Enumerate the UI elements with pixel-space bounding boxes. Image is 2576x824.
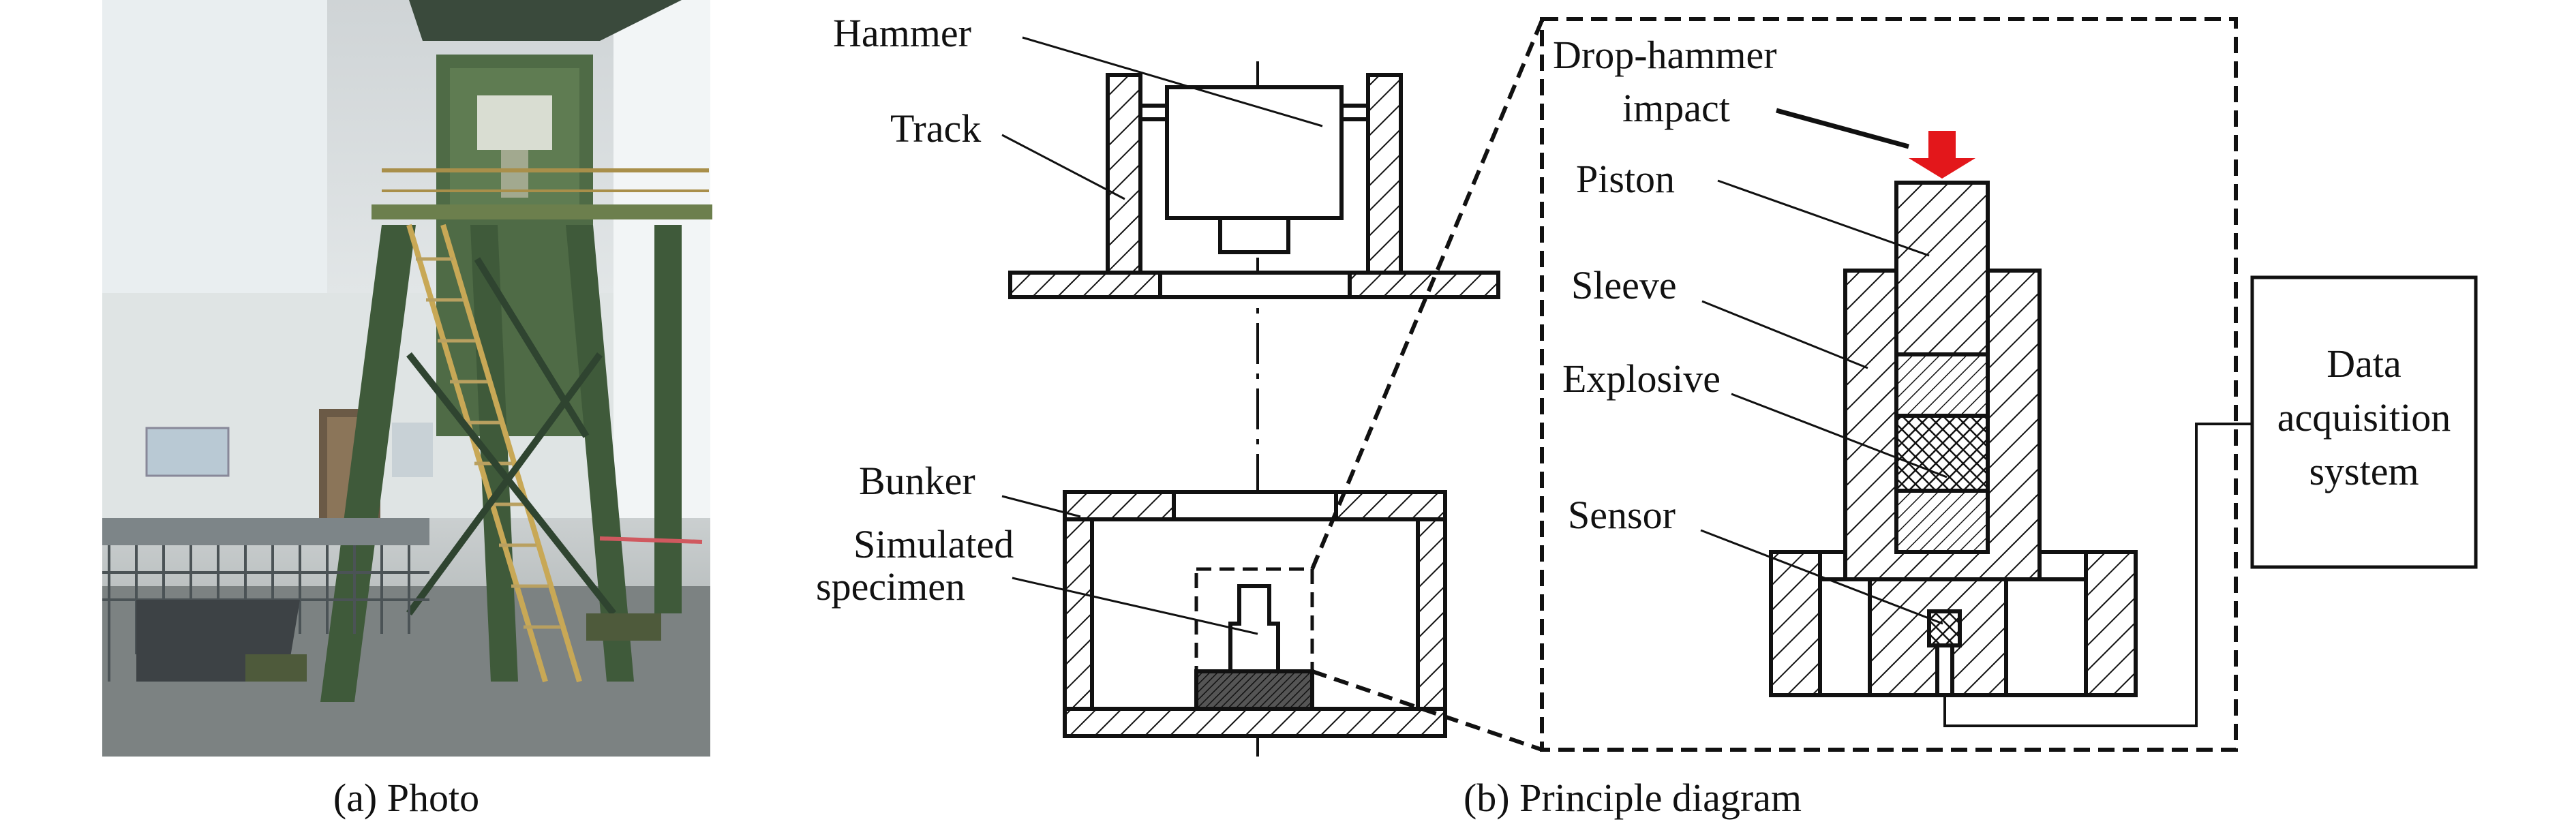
hammer-block (1140, 85, 1368, 254)
track-leader (1001, 134, 1125, 200)
label-daq-2: acquisition (2277, 395, 2451, 440)
label-daq-3: system (2309, 449, 2419, 493)
label-drop-hammer: Drop-hammer (1553, 33, 1777, 77)
bunker-leader (1001, 495, 1081, 518)
label-simulated: Simulated (853, 522, 1014, 566)
label-sleeve: Sleeve (1571, 263, 1677, 307)
explosive-leader (1731, 393, 1948, 478)
simulated-specimen (1194, 567, 1314, 711)
label-track: Track (890, 106, 981, 151)
label-piston: Piston (1576, 157, 1675, 201)
zoom-line-bottom (1312, 669, 1543, 752)
detail-frame (1540, 17, 2238, 752)
photo (102, 0, 712, 757)
diagram-labels: Hammer Track Bunker Simulated specimen D… (333, 11, 2451, 820)
label-explosive: Explosive (1562, 356, 1721, 401)
label-bunker: Bunker (859, 459, 975, 503)
piston-leader (1717, 179, 1930, 257)
label-impact: impact (1622, 86, 1730, 130)
caption-diagram: (b) Principle diagram (1464, 776, 1802, 820)
caption-photo: (a) Photo (333, 776, 479, 820)
principle-diagram (1001, 17, 2478, 757)
hammer-leader (1022, 36, 1323, 127)
label-hammer: Hammer (833, 11, 971, 55)
sleeve-leader (1701, 300, 1868, 369)
sensor-leader (1700, 529, 1943, 625)
impact-arrow (1909, 131, 1975, 179)
tower-base (1008, 271, 1500, 299)
signal-wire (1943, 423, 2252, 727)
daq-box (2250, 275, 2478, 569)
specimen-leader (1012, 577, 1258, 635)
label-daq-1: Data (2327, 341, 2401, 386)
label-sensor: Sensor (1568, 493, 1676, 537)
piston (1894, 181, 1990, 356)
bore (1894, 352, 1990, 554)
zoom-line-top (1310, 19, 1544, 570)
label-specimen: specimen (816, 564, 965, 609)
track (1106, 73, 1403, 275)
impact-leader (1776, 108, 1909, 149)
